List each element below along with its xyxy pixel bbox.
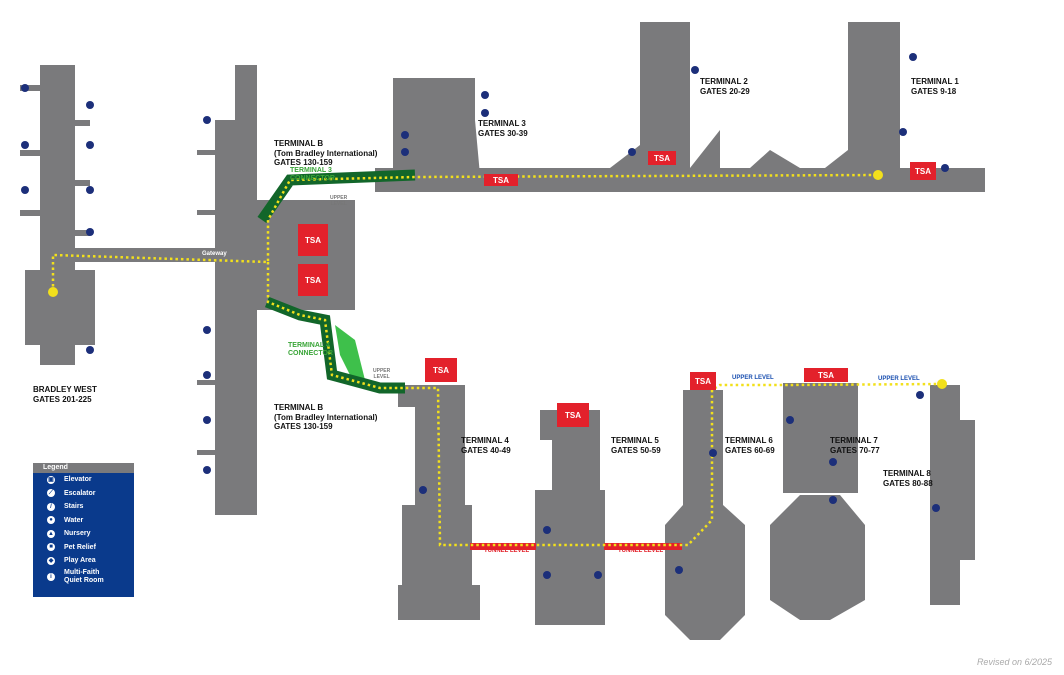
tsa-checkpoint: TSA <box>298 224 328 256</box>
legend-item: ▲Nursery <box>47 529 91 538</box>
legend-item: ◆Play Area <box>47 556 96 565</box>
multi-faith-icon: i <box>47 572 55 581</box>
tsa-checkpoint: TSA <box>648 151 676 165</box>
tsa-checkpoint: TSA <box>298 264 328 296</box>
terminal-b-label-top: TERMINAL B(Tom Bradley International)GAT… <box>274 139 378 167</box>
legend: Legend ▣Elevator ⟋Escalator /Stairs ●Wat… <box>33 463 134 597</box>
amenity-icons <box>21 53 949 579</box>
upper-level-label: UPPER LEVEL <box>732 375 774 381</box>
tunnel-t4-t5 <box>470 543 536 550</box>
tsa-checkpoint: TSA <box>690 372 716 390</box>
revised-date: Revised on 6/2025 <box>976 657 1052 667</box>
t4-connector-light <box>335 325 365 380</box>
terminal-6-building <box>683 390 723 510</box>
tunnel-level-label: TUNNEL LEVEL <box>618 548 664 554</box>
tsa-checkpoint: TSA <box>484 174 518 186</box>
legend-title: Legend <box>33 463 134 473</box>
terminal-1-building <box>848 22 900 172</box>
legend-item: ▣Elevator <box>47 475 92 484</box>
tunnel-t5-t6 <box>604 543 682 550</box>
terminal-2-building <box>640 22 690 172</box>
legend-item: ●Water <box>33 514 134 528</box>
gateway-label: Gateway <box>202 251 227 257</box>
play-area-icon: ◆ <box>47 556 55 565</box>
escalator-icon: ⟋ <box>47 489 55 498</box>
legend-item: /Stairs <box>33 500 134 514</box>
nursery-icon: ▲ <box>47 529 55 538</box>
legend-item: ■Pet Relief <box>33 541 134 555</box>
tunnel-level-label: TUNNEL LEVEL <box>484 548 530 554</box>
tsa-checkpoint: TSA <box>910 162 936 180</box>
tsa-checkpoint: TSA <box>557 403 589 427</box>
stairs-icon: / <box>47 502 55 511</box>
tsa-checkpoint: TSA <box>804 368 848 382</box>
legend-item: ⟋Escalator <box>47 489 96 498</box>
pet-relief-icon: ■ <box>47 543 55 552</box>
water-icon: ● <box>47 516 55 525</box>
terminal-b-building <box>215 120 257 515</box>
elevator-icon: ▣ <box>47 475 55 484</box>
t3-connector <box>257 169 416 224</box>
tsa-checkpoint: TSA <box>425 358 457 382</box>
terminal-b-label-bottom: TERMINAL B(Tom Bradley International)GAT… <box>274 403 378 431</box>
walking-path <box>51 173 943 547</box>
terminal-7-building <box>783 383 858 493</box>
upper-level-label: UPPER LEVEL <box>878 376 920 382</box>
